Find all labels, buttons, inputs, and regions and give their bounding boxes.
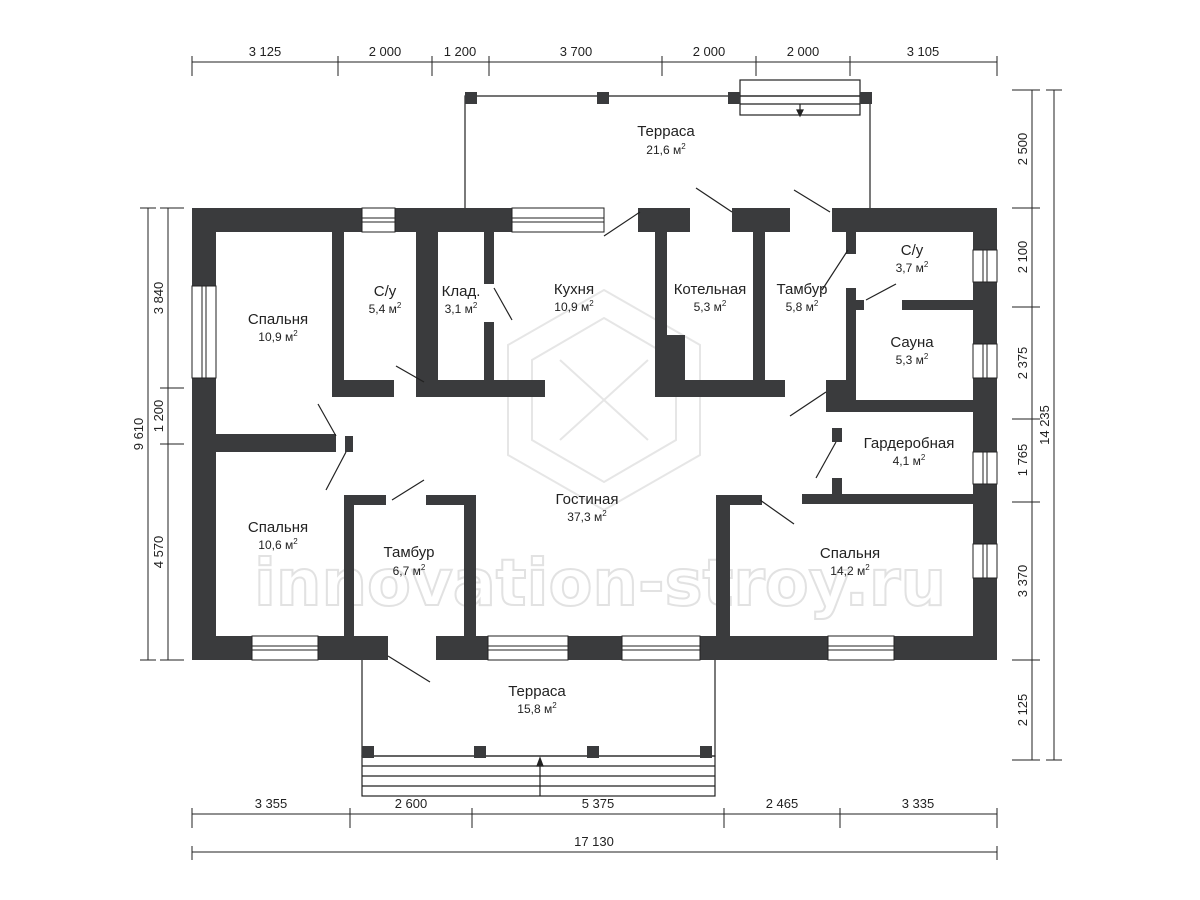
dimension-labels: 3 125 2 000 1 200 3 700 2 000 2 000 3 10… <box>131 44 1052 849</box>
room-living-room: Гостиная 37,3 м2 <box>556 491 619 524</box>
room-area: 3,1 м2 <box>445 301 478 316</box>
room-name: Терраса <box>508 683 566 700</box>
room-name: Гардеробная <box>864 435 955 452</box>
room-area: 10,9 м2 <box>258 329 298 344</box>
room-name: Тамбур <box>384 544 435 561</box>
dim-right-3: 2 375 <box>1015 347 1030 380</box>
room-name: Терраса <box>637 123 695 140</box>
room-area: 3,7 м2 <box>896 260 929 275</box>
room-terrace-bottom: Терраса 15,8 м2 <box>508 683 566 716</box>
doors <box>317 187 897 683</box>
room-area: 4,1 м2 <box>893 453 926 468</box>
room-name: Тамбур <box>777 281 828 298</box>
room-area: 5,4 м2 <box>369 301 402 316</box>
room-area: 14,2 м2 <box>830 563 870 578</box>
room-name: Кухня <box>554 281 594 298</box>
dim-left-total: 9 610 <box>131 418 146 451</box>
room-name: Котельная <box>674 281 747 298</box>
room-area: 6,7 м2 <box>393 563 426 578</box>
exterior-walls <box>192 208 997 660</box>
room-area: 5,3 м2 <box>694 299 727 314</box>
room-wardrobe: Гардеробная 4,1 м2 <box>864 435 955 468</box>
watermark-text: innovation-stroy.ru <box>254 547 946 621</box>
room-storage: Клад. 3,1 м2 <box>442 283 481 316</box>
room-name: Гостиная <box>556 491 619 508</box>
dim-top-5: 2 000 <box>693 44 726 59</box>
dim-bottom-total: 17 130 <box>574 834 614 849</box>
terrace-bottom-outline <box>361 660 716 797</box>
room-area: 21,6 м2 <box>646 142 686 157</box>
terrace-top-posts <box>465 92 872 104</box>
dim-left-3: 4 570 <box>151 536 166 569</box>
dim-top-3: 1 200 <box>444 44 477 59</box>
room-name: Клад. <box>442 283 481 300</box>
dim-left-1: 3 840 <box>151 282 166 315</box>
room-bedroom-1: Спальня 10,9 м2 <box>248 311 308 344</box>
room-name: Спальня <box>248 519 308 536</box>
room-area: 37,3 м2 <box>567 509 607 524</box>
dim-top-4: 3 700 <box>560 44 593 59</box>
dim-right-4: 1 765 <box>1015 444 1030 477</box>
dim-right-5: 3 370 <box>1015 565 1030 598</box>
room-bathroom-1: С/у 5,4 м2 <box>369 283 402 316</box>
dim-top-1: 3 125 <box>249 44 282 59</box>
room-bedroom-2: Спальня 10,6 м2 <box>248 519 308 552</box>
room-area: 5,3 м2 <box>896 352 929 367</box>
dim-right-2: 2 100 <box>1015 241 1030 274</box>
terrace-bottom-posts <box>362 746 712 758</box>
dim-bottom-4: 2 465 <box>766 796 799 811</box>
dim-right-total: 14 235 <box>1037 405 1052 445</box>
room-name: Спальня <box>820 545 880 562</box>
room-boiler-room: Котельная 5,3 м2 <box>674 281 747 314</box>
dim-right-6: 2 125 <box>1015 694 1030 727</box>
room-name: Сауна <box>890 334 934 351</box>
room-name: С/у <box>374 283 397 300</box>
room-name: С/у <box>901 242 924 259</box>
room-bathroom-2: С/у 3,7 м2 <box>896 242 929 275</box>
room-name: Спальня <box>248 311 308 328</box>
room-area: 15,8 м2 <box>517 701 557 716</box>
room-area: 5,8 м2 <box>786 299 819 314</box>
dim-bottom-3: 5 375 <box>582 796 615 811</box>
dim-bottom-5: 3 335 <box>902 796 935 811</box>
dim-bottom-1: 3 355 <box>255 796 288 811</box>
dim-top-2: 2 000 <box>369 44 402 59</box>
room-area: 10,9 м2 <box>554 299 594 314</box>
room-vestibule-top: Тамбур 5,8 м2 <box>777 281 828 314</box>
dim-top-6: 2 000 <box>787 44 820 59</box>
room-bedroom-3: Спальня 14,2 м2 <box>820 545 880 578</box>
watermark-logo <box>507 288 701 512</box>
room-kitchen: Кухня 10,9 м2 <box>554 281 594 314</box>
room-terrace-top: Терраса 21,6 м2 <box>637 123 695 157</box>
dim-left-2: 1 200 <box>151 400 166 433</box>
dim-right-1: 2 500 <box>1015 133 1030 166</box>
windows <box>191 207 998 661</box>
interior-walls <box>216 232 973 636</box>
dim-top-7: 3 105 <box>907 44 940 59</box>
room-area: 10,6 м2 <box>258 537 298 552</box>
dim-bottom-2: 2 600 <box>395 796 428 811</box>
room-vestibule-bottom: Тамбур 6,7 м2 <box>384 544 435 578</box>
dimension-lines <box>140 56 1062 860</box>
room-labels: Терраса 21,6 м2 С/у 5,4 м2 Клад. 3,1 м2 … <box>248 123 955 716</box>
room-sauna: Сауна 5,3 м2 <box>890 334 934 367</box>
